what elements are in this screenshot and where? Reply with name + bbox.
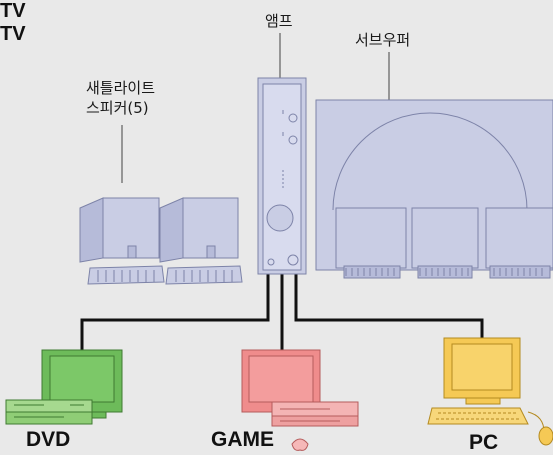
dvd-label: DVD	[26, 428, 71, 451]
subwoofer-label: 서브우퍼	[355, 31, 411, 49]
game-label: GAME	[211, 428, 274, 451]
dvd-player	[5, 399, 93, 425]
subwoofer	[315, 99, 553, 279]
pc-monitor	[443, 337, 521, 405]
amp-label: 앰프	[265, 12, 293, 30]
satellite-speakers	[79, 197, 243, 285]
pc-label: PC	[469, 431, 499, 454]
pc-mouse-icon	[538, 426, 553, 446]
connection-cables	[80, 270, 484, 350]
game-tv-label: TV	[0, 23, 26, 45]
dvd-tv-label: TV	[0, 0, 26, 22]
satellite-label-line2: 스피커(5)	[86, 99, 149, 117]
satellite-label-line1: 새틀라이트	[86, 79, 156, 97]
dvd-tv	[41, 349, 123, 419]
cable-to-dvd-tv	[80, 270, 270, 350]
game-console	[271, 401, 359, 451]
cable-to-pc	[294, 270, 484, 338]
pc-keyboard	[427, 407, 553, 446]
amp-unit	[257, 77, 307, 275]
game-controller-icon	[291, 438, 309, 451]
